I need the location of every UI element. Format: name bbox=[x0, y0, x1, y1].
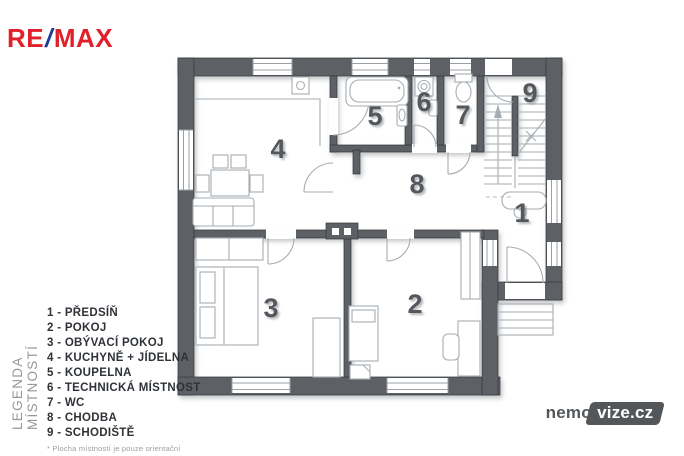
wc-fixtures bbox=[454, 73, 473, 103]
technical-room-fixtures bbox=[414, 76, 438, 117]
legend-item-8: 8 - CHODBA bbox=[47, 412, 118, 424]
nightstand bbox=[349, 364, 371, 380]
legend-item-7: 7 - WC bbox=[47, 397, 85, 409]
legend: LEGENDA MÍSTNOSTÍ 1 - PŘEDSÍŇ 2 - POKOJ … bbox=[10, 306, 201, 453]
staircase bbox=[484, 95, 547, 219]
kitchen-dining-furniture bbox=[192, 76, 321, 227]
bedroom-furniture bbox=[348, 231, 481, 380]
door-openings bbox=[266, 59, 545, 299]
desk bbox=[457, 320, 481, 377]
legend-item-3: 3 - OBÝVACÍ POKOJ bbox=[47, 337, 164, 349]
remax-logo: RE/MAX bbox=[7, 25, 113, 51]
remax-logo-slash: / bbox=[45, 23, 53, 53]
sofa bbox=[192, 197, 255, 227]
living-room-furniture bbox=[195, 237, 341, 378]
sink bbox=[396, 104, 408, 127]
toilet bbox=[455, 81, 472, 103]
room-label-2: 2 bbox=[407, 289, 422, 319]
legend-item-2: 2 - POKOJ bbox=[47, 322, 107, 334]
room-label-6: 6 bbox=[416, 87, 431, 117]
legend-item-9: 9 - SCHODIŠTĚ bbox=[47, 427, 135, 439]
remax-logo-re: RE bbox=[7, 23, 45, 53]
bathtub bbox=[345, 76, 409, 107]
legend-items: 1 - PŘEDSÍŇ 2 - POKOJ 3 - OBÝVACÍ POKOJ … bbox=[47, 306, 201, 453]
room-label-9: 9 bbox=[522, 78, 537, 108]
windows bbox=[179, 59, 561, 393]
bathroom-fixtures bbox=[345, 76, 409, 127]
legend-item-6: 6 - TECHNICKÁ MÍSTNOST bbox=[47, 382, 201, 394]
room-label-4: 4 bbox=[270, 134, 285, 164]
watermark-badge-text: vize.cz bbox=[596, 402, 654, 422]
stove bbox=[291, 76, 310, 95]
sink bbox=[428, 99, 438, 117]
room-label-8: 8 bbox=[409, 169, 424, 199]
chair bbox=[442, 333, 460, 361]
legend-title: LEGENDA MÍSTNOSTÍ bbox=[10, 344, 40, 430]
watermark-prefix: nemo bbox=[545, 403, 592, 422]
remax-logo-max: MAX bbox=[53, 23, 114, 53]
dining-table bbox=[210, 169, 250, 197]
toilet-tank bbox=[454, 73, 473, 83]
kitchen-counter bbox=[194, 98, 321, 146]
legend-item-4: 4 - KUCHYNĚ + JÍDELNA bbox=[47, 352, 190, 364]
room-label-1: 1 bbox=[514, 198, 529, 228]
room-label-3: 3 bbox=[263, 293, 278, 323]
cabinet bbox=[312, 317, 341, 378]
nemovize-watermark: nemo vize.cz bbox=[545, 401, 665, 425]
watermark-badge: vize.cz bbox=[584, 401, 665, 425]
legend-item-1: 1 - PŘEDSÍŇ bbox=[47, 307, 119, 319]
room-label-5: 5 bbox=[367, 101, 382, 131]
pocket-door-segment bbox=[325, 222, 359, 240]
legend-footnote: * Plocha místností je pouze orientační bbox=[47, 444, 181, 453]
entrance-steps bbox=[497, 303, 554, 336]
room-label-7: 7 bbox=[455, 100, 470, 130]
legend-item-5: 5 - KOUPELNA bbox=[47, 367, 132, 379]
